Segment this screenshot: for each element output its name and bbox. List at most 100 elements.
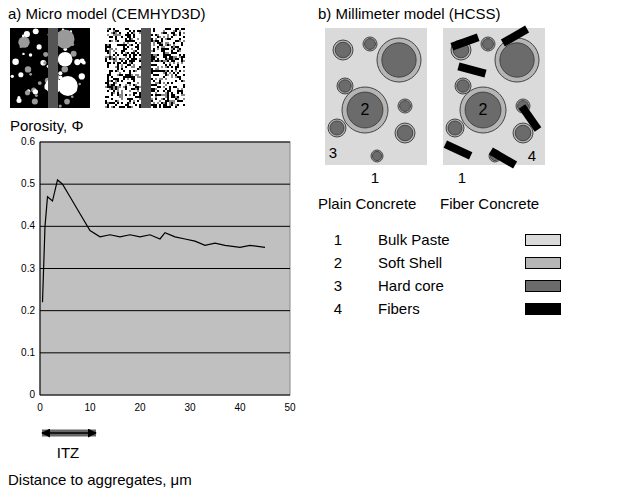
pixel [107, 46, 109, 48]
pixel [129, 56, 131, 58]
pixel [139, 92, 141, 94]
pixel [137, 30, 139, 32]
pixel [139, 54, 141, 56]
pixel [167, 82, 169, 84]
pixel [133, 76, 135, 78]
particle [62, 66, 68, 72]
pixel [131, 62, 133, 64]
pixel [123, 46, 125, 48]
plain-concrete-model [325, 28, 427, 165]
pixel [183, 94, 185, 96]
aggregate [377, 38, 421, 82]
pixel [133, 54, 135, 56]
gridline [40, 310, 290, 311]
pixel [179, 38, 181, 40]
pixel [113, 106, 115, 108]
pixel [119, 34, 121, 36]
pixel [173, 86, 175, 88]
pixel [111, 58, 113, 60]
pixel [127, 78, 129, 80]
pixel [115, 30, 117, 32]
axis-title: Distance to aggregates, μm [8, 471, 192, 488]
pixel [171, 60, 173, 62]
pixel [163, 46, 165, 48]
hard-core [483, 39, 494, 50]
pixel [153, 104, 155, 106]
pixel [133, 40, 135, 42]
pixel [171, 52, 173, 54]
aggregate-band [141, 28, 151, 108]
pixel [113, 50, 115, 52]
tick-label: 50 [284, 402, 295, 414]
pixel [171, 56, 173, 58]
particle [58, 71, 62, 75]
tick-label: 0.1 [21, 347, 35, 359]
pixel [137, 68, 139, 70]
pixel [111, 92, 113, 94]
pixel [121, 96, 123, 98]
pixel [121, 44, 123, 46]
pixel [125, 48, 127, 50]
gridline [40, 268, 290, 269]
particle [18, 72, 23, 77]
pixel [157, 90, 159, 92]
pixel [161, 38, 163, 40]
pixel [107, 50, 109, 52]
pixel [175, 56, 177, 58]
pixel [161, 42, 163, 44]
pixel [177, 62, 179, 64]
fiber [501, 26, 529, 47]
pixel [183, 54, 185, 56]
pixel [169, 90, 171, 92]
hard-core [347, 92, 383, 128]
pixel [109, 58, 111, 60]
pixel [129, 102, 131, 104]
pixel [129, 36, 131, 38]
hard-core [448, 121, 462, 135]
particle [43, 52, 48, 57]
pixel [167, 44, 169, 46]
pixel [127, 74, 129, 76]
pixel [169, 28, 171, 30]
pixel [151, 64, 153, 66]
pixel [163, 54, 165, 56]
pixel [157, 94, 159, 96]
pixel [139, 58, 141, 60]
pixel [111, 106, 113, 108]
pixel [153, 44, 155, 46]
pixel [163, 32, 165, 34]
pixel [127, 102, 129, 104]
pixel [151, 98, 153, 100]
particle [80, 59, 85, 64]
pixel [165, 74, 167, 76]
pixel [169, 102, 171, 104]
pixel [131, 78, 133, 80]
pixel [137, 48, 139, 50]
x-axis [40, 395, 290, 396]
pixel [163, 104, 165, 106]
axis-title: Porosity, Φ [10, 117, 83, 134]
model-name: Plain Concrete [318, 195, 416, 212]
pixel [163, 102, 165, 104]
legend-text: Fibers [378, 300, 420, 317]
pixel [105, 100, 107, 102]
pixel [181, 60, 183, 62]
pixel [125, 56, 127, 58]
pixel [105, 44, 107, 46]
pixel [177, 92, 179, 94]
pixel [115, 32, 117, 34]
pixel [151, 50, 153, 52]
pixel [171, 76, 173, 78]
pixel [119, 62, 121, 64]
pixel [155, 98, 157, 100]
pixel [167, 54, 169, 56]
legend-text: Bulk Paste [378, 231, 450, 248]
pixel [161, 46, 163, 48]
pixel [115, 66, 117, 68]
pixel [153, 84, 155, 86]
pixel [131, 88, 133, 90]
pixel [125, 94, 127, 96]
pixel [159, 104, 161, 106]
pixel [153, 28, 155, 30]
hard-core [465, 92, 501, 128]
